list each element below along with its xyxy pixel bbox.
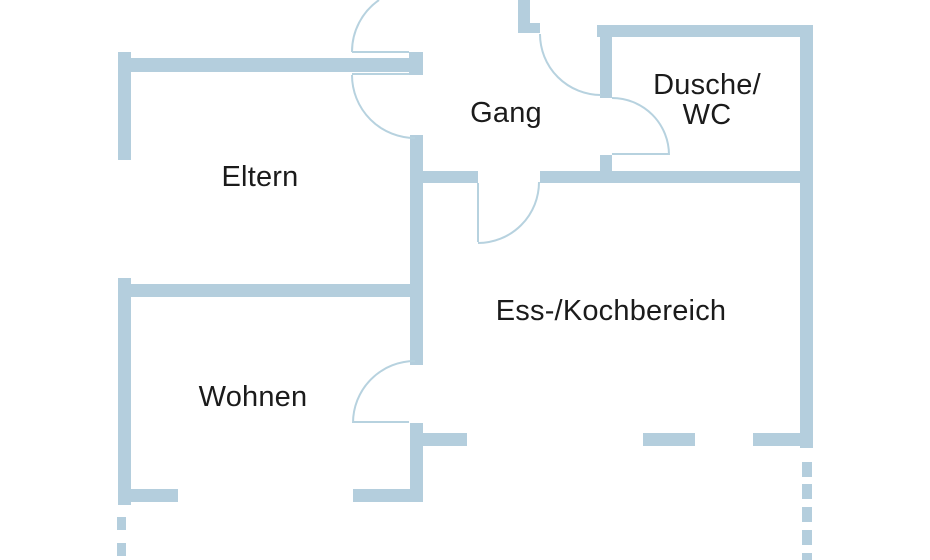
wall-south-band [540,171,813,183]
door-arc-dusche-wc [611,97,670,156]
wall-east [800,25,813,448]
door-arc-upper-room [350,0,380,53]
wall-ess-bottom-2 [643,433,695,446]
door-arc-eltern [351,74,416,139]
wall-ess-bottom-1 [410,433,467,446]
dash-east-2 [802,484,812,499]
room-label-wohnen-text: Wohnen [198,381,308,413]
dash-east-1 [802,462,812,477]
wall-ess-bottom-3 [753,433,813,446]
wall-eltern-east [410,135,423,365]
door-arc-ess [477,181,540,244]
dash-east-3 [802,507,812,522]
room-label-wohnen: Wohnen [199,382,308,412]
door-swings [350,0,670,424]
wall-eltern-top [118,58,410,72]
wall-dusche-west-lower [600,155,612,172]
room-label-dusche-wc: Dusche/ WC [653,70,761,130]
wall-west-lower [118,278,131,505]
wall-eltern-door-post [409,52,423,75]
dash-west-1 [117,517,126,530]
room-label-gang: Gang [470,98,542,128]
dash-east-5 [802,553,812,560]
wall-wohnen-bottom-left [118,489,178,502]
wall-entry-stub-foot [518,23,540,33]
wall-dusche-west-upper [600,37,612,98]
dash-east-4 [802,530,812,545]
room-label-gang-text: Gang [470,97,542,129]
room-label-dusche-wc-line1: Dusche/ [653,69,761,101]
room-label-eltern-text: Eltern [221,161,299,193]
wall-eltern-west-upper [118,52,131,160]
room-label-ess-kochbereich: Ess-/Kochbereich [496,296,726,326]
room-label-dusche-wc-line2: WC [682,99,732,131]
wall-gang-south-west [410,171,478,183]
dash-west-2 [117,543,126,556]
wall-divider-eltern-wohnen [126,284,411,297]
wall-wohnen-bottom-right [353,489,423,502]
wall-entry-stub [518,0,530,24]
room-label-eltern: Eltern [222,162,299,192]
wall-top [597,25,813,37]
door-arc-wohnen [352,360,416,424]
walls [117,0,813,560]
door-arc-entry [539,33,602,96]
room-label-ess-kochbereich-text: Ess-/Kochbereich [495,295,727,327]
